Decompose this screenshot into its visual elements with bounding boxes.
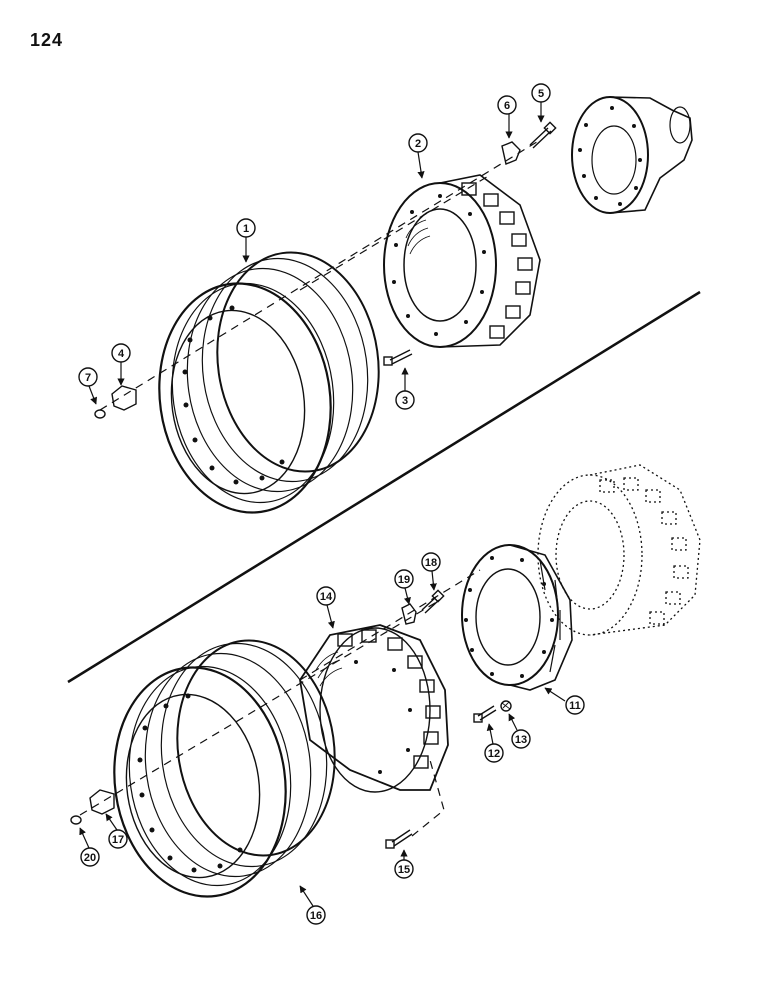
nut-7 bbox=[94, 409, 106, 419]
callout-1-label: 1 bbox=[243, 223, 249, 235]
callout-11-label: 11 bbox=[569, 700, 581, 712]
callout-3: 3 bbox=[395, 390, 415, 410]
bolt-12 bbox=[473, 705, 497, 723]
page-number: 124 bbox=[30, 30, 64, 50]
callout-11: 11 bbox=[565, 695, 585, 715]
callout-15: 15 bbox=[394, 859, 414, 879]
callout-19: 19 bbox=[394, 569, 414, 589]
nut-20 bbox=[70, 815, 82, 825]
callout-16: 16 bbox=[306, 905, 326, 925]
clamp-17 bbox=[89, 789, 115, 815]
callout-1: 1 bbox=[236, 218, 256, 238]
callout-14: 14 bbox=[316, 586, 336, 606]
callout-2-label: 2 bbox=[415, 138, 421, 150]
section-divider bbox=[67, 290, 701, 684]
callout-7: 7 bbox=[78, 367, 98, 387]
clamp-4 bbox=[111, 385, 137, 411]
callout-13-label: 13 bbox=[515, 734, 527, 746]
callout-16-label: 16 bbox=[310, 910, 322, 922]
callout-13: 13 bbox=[511, 729, 531, 749]
callout-20-label: 20 bbox=[84, 852, 96, 864]
callout-20: 20 bbox=[80, 847, 100, 867]
adapter-11 bbox=[461, 544, 573, 691]
callout-14-label: 14 bbox=[320, 591, 333, 603]
callout-18: 18 bbox=[421, 552, 441, 572]
callout-4-label: 4 bbox=[118, 348, 125, 360]
ghost-wheel-center bbox=[537, 464, 701, 636]
callout-12: 12 bbox=[484, 743, 504, 763]
callout-15-label: 15 bbox=[398, 864, 410, 876]
callout-19-label: 19 bbox=[398, 574, 410, 586]
hub-upper bbox=[571, 96, 693, 214]
callout-7-label: 7 bbox=[85, 372, 91, 384]
nut-13 bbox=[500, 700, 512, 712]
wheel-center-upper bbox=[383, 174, 541, 348]
callout-5: 5 bbox=[531, 83, 551, 103]
bolt-5 bbox=[529, 121, 557, 149]
callout-17: 17 bbox=[108, 829, 128, 849]
callout-12-label: 12 bbox=[488, 748, 500, 760]
callout-18-label: 18 bbox=[425, 557, 437, 569]
bolt-15 bbox=[385, 829, 413, 849]
clamp-6 bbox=[501, 141, 521, 165]
callout-2: 2 bbox=[408, 133, 428, 153]
callout-4: 4 bbox=[111, 343, 131, 363]
callout-6-label: 6 bbox=[504, 100, 510, 112]
bolt-18 bbox=[421, 589, 445, 614]
rim-lower bbox=[113, 639, 336, 898]
callout-6: 6 bbox=[497, 95, 517, 115]
bolt-3 bbox=[383, 349, 413, 366]
callout-5-label: 5 bbox=[538, 88, 544, 100]
callout-17-label: 17 bbox=[112, 834, 124, 846]
rim-upper bbox=[158, 251, 380, 514]
callout-3-label: 3 bbox=[402, 395, 408, 407]
wheel-center-lower bbox=[299, 624, 449, 793]
